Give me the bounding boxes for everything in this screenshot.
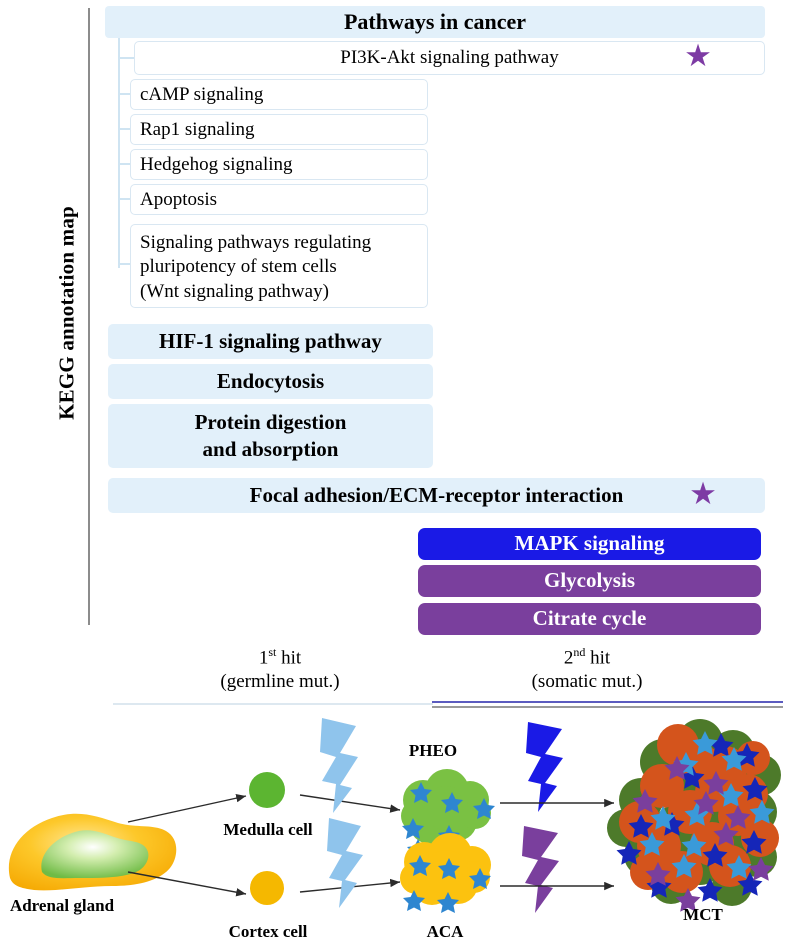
adrenal-gland-label: Adrenal gland: [10, 896, 115, 915]
branch-line-cortex: [127, 871, 247, 897]
first-hit-header: 1st hit (germline mut.): [180, 645, 380, 693]
first-hit-subtitle: (germline mut.): [220, 670, 340, 692]
first-hit-ordinal: st: [268, 645, 277, 659]
pathway-header-box[interactable]: Pathways in cancer: [105, 6, 765, 38]
pathway-header-label: Pathways in cancer: [343, 8, 527, 34]
bracket-connector: [118, 57, 138, 59]
second-hit-divider-blue: [432, 701, 783, 703]
pathway-box-focal-adhesion[interactable]: Focal adhesion/ECM-receptor interaction: [108, 478, 765, 513]
pathway-label: Focal adhesion/ECM-receptor interaction: [249, 482, 624, 507]
pathway-label: Apoptosis: [140, 188, 218, 210]
pathway-box-pi3k-akt[interactable]: PI3K-Akt signaling pathway: [134, 41, 765, 75]
aca-tumor-illustration: [400, 833, 491, 913]
pathway-label: Glycolysis: [543, 568, 635, 593]
cortex-cell-label: Cortex cell: [228, 922, 308, 941]
aca-mutation-stars: [403, 855, 491, 913]
first-hit-number: 1: [258, 647, 269, 669]
line-medulla-to-pheo: [299, 794, 401, 813]
bracket-connector: [118, 128, 138, 130]
medulla-cell-icon: [249, 772, 285, 808]
bracket-connector: [118, 163, 138, 165]
mct-label: MCT: [683, 905, 723, 924]
pathway-bracket: [118, 38, 140, 268]
star-icon: ★: [689, 476, 717, 511]
pathway-box-glycolysis[interactable]: Glycolysis: [418, 565, 761, 597]
branch-line-medulla: [127, 794, 247, 823]
mct-mutation-stars: [616, 731, 775, 912]
pathway-box-hif1[interactable]: HIF-1 signaling pathway: [108, 324, 433, 359]
pathway-label: Rap1 signaling: [140, 118, 255, 140]
first-hit-divider: [113, 703, 433, 705]
pathway-box-citrate-cycle[interactable]: Citrate cycle: [418, 603, 761, 635]
medulla-cell-label: Medulla cell: [223, 820, 313, 839]
second-hit-divider-gray: [432, 706, 783, 708]
pathway-label: PI3K-Akt signaling pathway: [340, 47, 559, 69]
bracket-connector: [118, 198, 138, 200]
adrenal-gland-illustration: [8, 813, 177, 891]
mct-tumor-illustration: [607, 719, 781, 912]
second-hit-ordinal: nd: [573, 645, 586, 659]
pathway-label: Protein digestion and absorption: [194, 409, 347, 461]
second-hit-number: 2: [563, 647, 574, 669]
pathway-label: HIF-1 signaling pathway: [159, 328, 382, 353]
pathway-label: Endocytosis: [216, 368, 325, 393]
first-hit-title: 1st hit: [258, 645, 302, 669]
star-icon: ★: [684, 38, 712, 73]
kegg-annotation-axis: KEGG annotation map: [44, 0, 90, 625]
pathway-label: cAMP signaling: [140, 83, 264, 105]
pathway-box-protein-digestion[interactable]: Protein digestion and absorption: [108, 404, 433, 468]
pathway-box-mapk[interactable]: MAPK signaling: [418, 528, 761, 560]
cortex-cell-icon: [250, 871, 284, 905]
lightning-bolt-somatic-blue: [526, 722, 563, 812]
pathway-box-rap1[interactable]: Rap1 signaling: [130, 114, 428, 145]
pathway-box-hedgehog[interactable]: Hedgehog signaling: [130, 149, 428, 180]
axis-line: [88, 8, 90, 625]
aca-label: ACA: [426, 922, 464, 941]
pathway-label: MAPK signaling: [514, 531, 665, 556]
second-hit-header: 2nd hit (somatic mut.): [487, 645, 687, 693]
pathway-box-apoptosis[interactable]: Apoptosis: [130, 184, 428, 215]
bracket-connector: [118, 93, 138, 95]
pathway-box-endocytosis[interactable]: Endocytosis: [108, 364, 433, 399]
pathway-box-camp[interactable]: cAMP signaling: [130, 79, 428, 110]
lightning-bolt-germline-1: [320, 718, 358, 813]
pathway-box-stem-cells[interactable]: Signaling pathways regulating pluripoten…: [130, 224, 428, 308]
bracket-connector: [118, 263, 138, 265]
lightning-bolt-germline-2: [327, 818, 363, 908]
bracket-vertical-line: [118, 38, 120, 268]
lightning-bolt-somatic-purple: [522, 826, 559, 913]
second-hit-title: 2nd hit: [563, 645, 611, 669]
pathway-label: Hedgehog signaling: [140, 153, 293, 175]
pathway-label: Citrate cycle: [532, 606, 647, 631]
second-hit-subtitle: (somatic mut.): [531, 670, 643, 692]
pathway-label: Signaling pathways regulating pluripoten…: [140, 232, 372, 302]
pheo-label: PHEO: [408, 741, 458, 760]
